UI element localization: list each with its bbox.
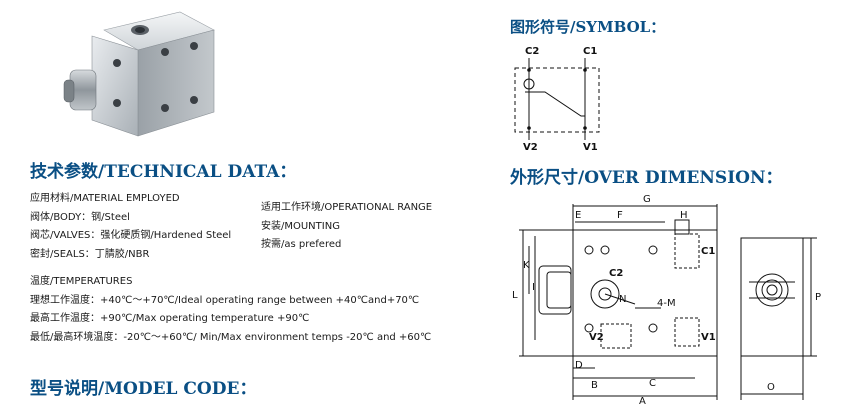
spec-temperatures: 温度/TEMPERATURES [30,276,133,287]
symbol-port-c1: C1 [583,46,597,57]
technical-data-heading: 技术参数/TECHNICAL DATA： [30,162,297,182]
dim-label-a: A [639,396,646,407]
symbol-heading: 图形符号/SYMBOL： [510,18,666,36]
dim-label-k: K [523,260,530,271]
over-dimension-heading: 外形尺寸/OVER DIMENSION： [510,168,783,188]
dim-label-p: P [815,292,821,303]
dim-label-i: I [532,282,535,293]
dim-label-b: B [591,380,598,391]
dim-port-v2: V2 [589,332,604,343]
dim-label-e: E [575,210,581,221]
dim-label-f: F [617,210,623,221]
spec-body: 阀体/BODY：钢/Steel [30,211,130,223]
dimension-drawing: G E F H K I L N 4-M D B C A O P C1 C2 V1… [512,194,821,407]
symbol-port-c2: C2 [525,46,539,57]
spec-operational: 适用工作环境/OPERATIONAL RANGE [261,202,433,213]
spec-valves: 阀芯/VALVES：强化硬质钢/Hardened Steel [30,230,232,241]
symbol-port-v2: V2 [523,142,538,152]
hydraulic-symbol-diagram: C2 C1 V2 V1 [514,46,600,152]
spec-env-temp: 最低/最高环境温度：-20℃～+60℃/ Min/Max environment… [30,331,432,343]
dim-label-c: C [649,378,656,389]
dim-label-g: G [643,194,651,205]
model-code-heading: 型号说明/MODEL CODE： [30,379,257,399]
spec-max-temp: 最高工作温度：+90℃/Max operating temperature +9… [30,313,310,324]
symbol-port-v1: V1 [583,142,598,152]
spec-column-left: 应用材料/MATERIAL EMPLOYED 阀体/BODY：钢/Steel 阀… [30,190,431,347]
spec-ideal-temp: 理想工作温度：+40℃～+70℃/Ideal operating range b… [30,294,420,306]
dim-label-h: H [680,210,688,221]
valve-product-photo [63,11,215,137]
spec-mounting: 安装/MOUNTING [261,220,340,232]
dim-port-c1: C1 [701,246,715,257]
dim-label-n: N [619,294,626,305]
dim-label-l: L [512,290,518,301]
dim-port-c2: C2 [609,268,623,279]
spec-mounting-value: 按需/as prefered [261,239,342,250]
dim-port-v1: V1 [701,332,716,343]
spec-seals: 密封/SEALS：丁腈胶/NBR [30,248,150,260]
spec-material: 应用材料/MATERIAL EMPLOYED [30,193,180,204]
dim-label-m: 4-M [657,298,676,309]
spec-column-right: 适用工作环境/OPERATIONAL RANGE 安装/MOUNTING 按需/… [261,199,432,255]
dim-label-d: D [575,360,583,371]
dim-label-o: O [767,382,775,393]
